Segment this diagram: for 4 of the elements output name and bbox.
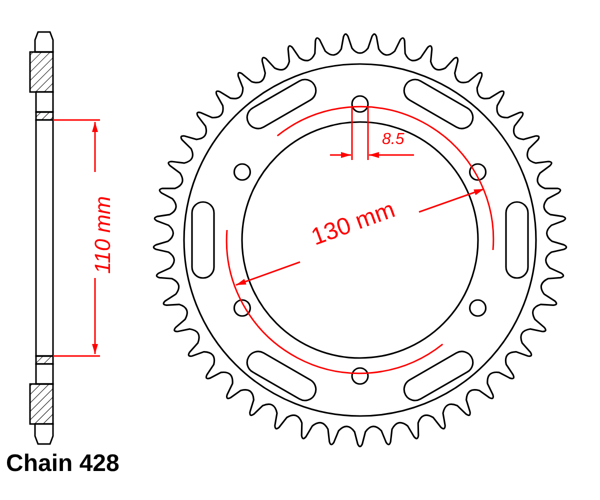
dimension-label: 8.5 xyxy=(382,132,404,148)
dimension-label: 110 mm xyxy=(92,196,114,274)
dimension-label: 130 mm xyxy=(308,198,398,250)
dimension-label: Chain 428 xyxy=(6,452,120,476)
